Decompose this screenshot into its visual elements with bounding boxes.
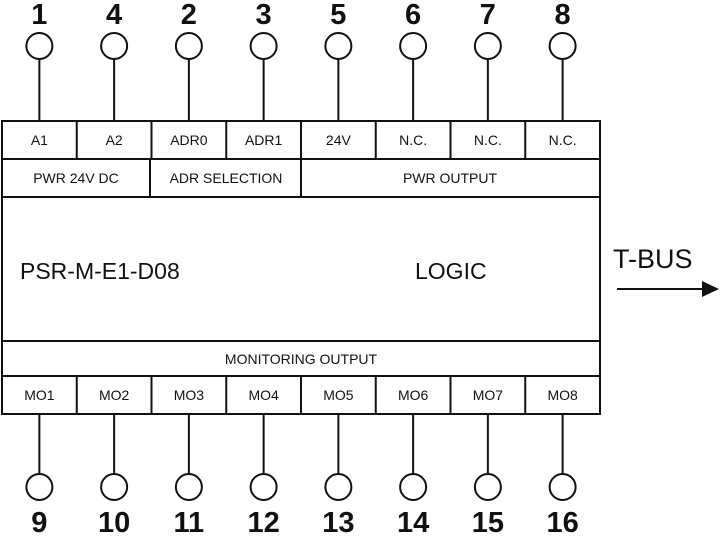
- terminal-pin-icon: [249, 473, 278, 501]
- terminal-pin-icon: [100, 473, 129, 501]
- terminal-number: 2: [181, 0, 197, 31]
- terminal-pin-icon: [25, 473, 54, 501]
- terminal-label: MO2: [99, 387, 130, 403]
- t-bus-label: T-BUS: [613, 244, 693, 274]
- terminal-pin-icon: [174, 32, 203, 60]
- bottom-terminals: 9 MO1 10 MO2 11 MO3 12 MO4 13 MO5 14 MO6 15 MO7 16 MO8: [24, 376, 579, 536]
- t-bus-connector: T-BUS: [613, 244, 719, 297]
- terminal-pin-icon: [399, 473, 428, 501]
- terminal-label: N.C.: [399, 132, 427, 148]
- terminal-pin-icon: [174, 473, 203, 501]
- terminal-pin-icon: [324, 32, 353, 60]
- terminal-label: MO8: [547, 387, 578, 403]
- terminal-pin-icon: [100, 32, 129, 60]
- terminal-number: 1: [31, 0, 47, 31]
- terminal-label: MO3: [174, 387, 205, 403]
- terminal-label: MO6: [398, 387, 429, 403]
- terminal-label: 24V: [326, 132, 352, 148]
- terminal-number: 6: [405, 0, 421, 31]
- terminal-number: 9: [31, 507, 47, 536]
- terminal-number: 10: [98, 507, 130, 536]
- terminal-number: 3: [256, 0, 272, 31]
- terminal-label: MO1: [24, 387, 55, 403]
- module-body: PWR 24V DC ADR SELECTION PWR OUTPUT PSR-…: [1, 120, 601, 415]
- arrow-right-icon: [702, 281, 719, 297]
- terminal-number: 5: [330, 0, 346, 31]
- terminal-pin-icon: [473, 473, 502, 501]
- terminal-number: 8: [555, 0, 571, 31]
- terminal-label: A2: [106, 132, 123, 148]
- terminal-pin-icon: [548, 473, 577, 501]
- terminal-number: 7: [480, 0, 496, 31]
- terminal-pin-icon: [548, 32, 577, 60]
- terminal-label: ADR0: [170, 132, 208, 148]
- terminal-label: MO7: [473, 387, 504, 403]
- terminal-number: 13: [322, 507, 354, 536]
- terminal-number: 15: [472, 507, 504, 536]
- terminal-pin-icon: [25, 32, 54, 60]
- logic-label: LOGIC: [415, 258, 487, 284]
- terminal-label: N.C.: [549, 132, 577, 148]
- terminal-pin-icon: [473, 32, 502, 60]
- terminal-number: 4: [106, 0, 122, 31]
- terminal-number: 11: [174, 507, 205, 536]
- terminal-pin-icon: [249, 32, 278, 60]
- terminal-number: 12: [247, 507, 279, 536]
- module-name: PSR-M-E1-D08: [20, 258, 180, 284]
- terminal-number: 14: [397, 507, 429, 536]
- group-label-pwr-output: PWR OUTPUT: [403, 170, 498, 186]
- terminal-label: N.C.: [474, 132, 502, 148]
- terminal-pin-icon: [324, 473, 353, 501]
- group-label-adr-selection: ADR SELECTION: [170, 170, 283, 186]
- terminal-label: ADR1: [245, 132, 283, 148]
- monitoring-output-label: MONITORING OUTPUT: [225, 351, 378, 367]
- terminal-label: A1: [31, 132, 48, 148]
- terminal-label: MO5: [323, 387, 354, 403]
- group-label-pwr-24v-dc: PWR 24V DC: [33, 170, 119, 186]
- terminal-number: 16: [546, 507, 578, 536]
- terminal-label: MO4: [248, 387, 279, 403]
- terminal-pin-icon: [399, 32, 428, 60]
